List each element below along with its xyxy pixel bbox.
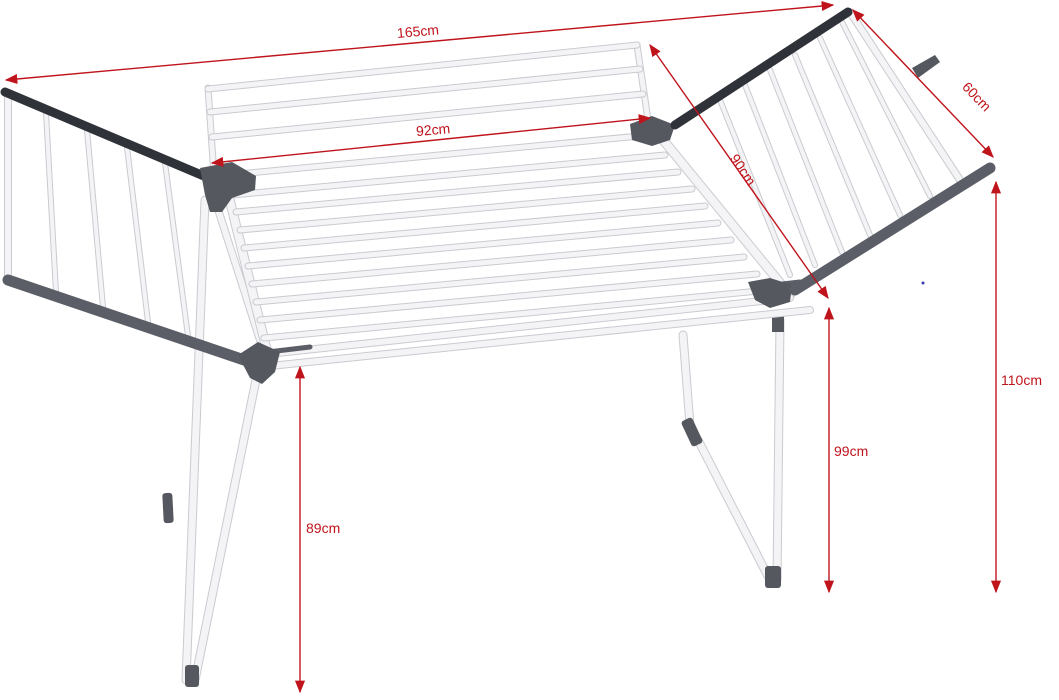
hinge-joint-icon [238,342,280,384]
hinge-joint-icon [200,162,256,212]
label-front-height: 99cm [834,443,868,459]
foot-cap-icon [765,566,781,588]
marker-dot [921,281,925,285]
foot-cap-icon [185,665,199,687]
dim-line-wing-depth [852,9,994,158]
label-total-width: 165cm [396,21,439,41]
center-rails [224,131,814,370]
leg-cap-icon [162,492,174,524]
dim-line-center-depth [649,43,829,300]
left-wing [0,87,256,368]
label-center-width: 92cm [415,120,450,139]
wing-clip-icon [912,55,940,78]
dimension-lines [4,1,1002,694]
leg-cap-icon [681,417,703,447]
dim-line-total-width [4,1,835,84]
dim-line-center-width [210,114,652,167]
right-wing [670,7,996,296]
legs [162,195,785,687]
label-wing-depth: 60cm [959,79,994,115]
label-back-height: 89cm [306,520,340,536]
label-wing-height: 110cm [1001,372,1042,388]
